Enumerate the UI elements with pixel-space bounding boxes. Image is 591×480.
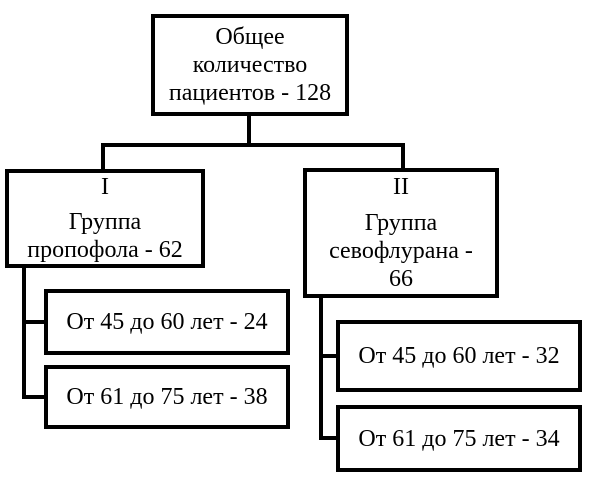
sevoflurane-group-box: II Группа севофлурана - 66 [303,168,499,298]
total-patients-line-3: пациентов - 128 [168,80,332,106]
sevoflurane-group-line-1: Группа [364,210,438,236]
propofol-group-numeral: I [101,174,109,200]
sevoflurane-group-numeral: II [393,174,409,200]
sevoflurane-group-line-3: 66 [389,266,413,292]
propofol-age-45-60-label: От 45 до 60 лет - 24 [66,309,268,335]
total-patients-box: Общее количество пациентов - 128 [151,14,349,116]
sevoflurane-group-line-2: севофлурана - [329,238,473,264]
total-patients-line-1: Общее [215,24,285,50]
propofol-age-45-60-box: От 45 до 60 лет - 24 [44,289,290,355]
propofol-group-line-1: Группа [68,209,142,235]
sevoflurane-age-61-75-box: От 61 до 75 лет - 34 [336,405,582,472]
sevoflurane-age-45-60-box: От 45 до 60 лет - 32 [336,320,582,392]
propofol-group-line-2: пропофола - 62 [27,237,183,263]
propofol-group-box: I Группа пропофола - 62 [5,169,205,268]
propofol-age-61-75-label: От 61 до 75 лет - 38 [66,384,268,410]
total-patients-line-2: количество [192,52,308,78]
sevoflurane-age-45-60-label: От 45 до 60 лет - 32 [358,343,560,369]
propofol-age-61-75-box: От 61 до 75 лет - 38 [44,365,290,429]
sevoflurane-age-61-75-label: От 61 до 75 лет - 34 [358,425,560,452]
